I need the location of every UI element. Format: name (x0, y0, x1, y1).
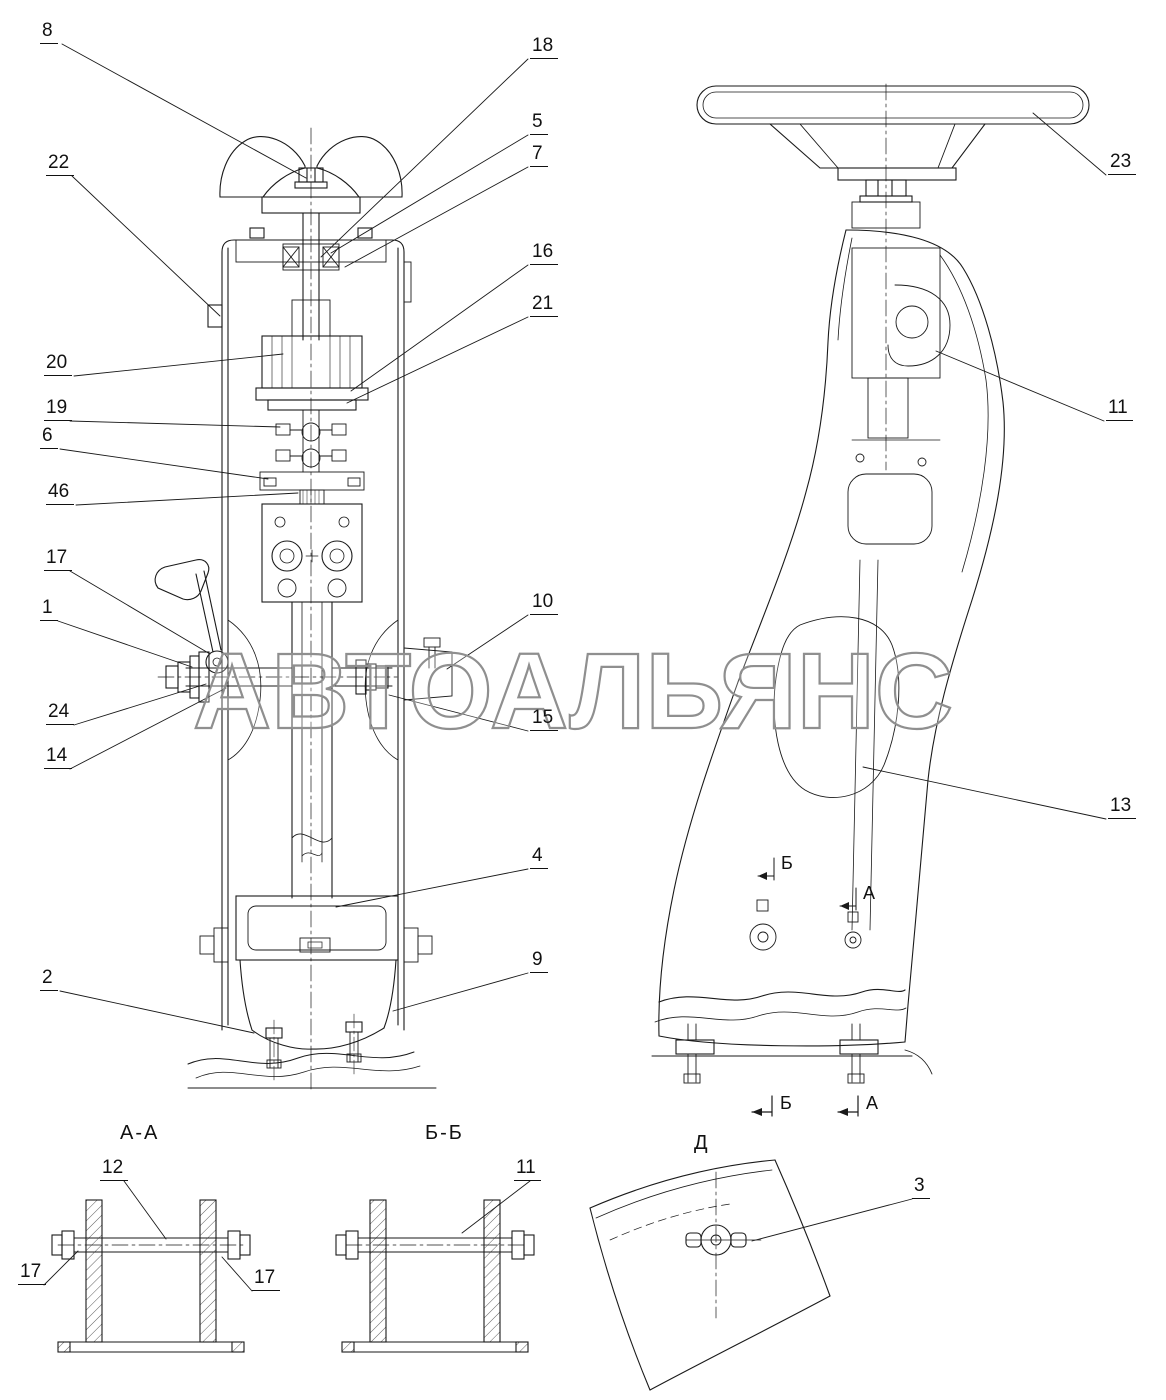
mounting-base (651, 988, 933, 1084)
callout-6: 6 (40, 425, 58, 449)
callout-5: 5 (530, 111, 548, 135)
callout-46: 46 (46, 481, 75, 505)
view-d-title: Д (694, 1132, 710, 1154)
callout-2: 2 (40, 967, 58, 991)
callout-1: 1 (40, 597, 58, 621)
cowl-panel (589, 1159, 831, 1391)
callout-21: 21 (530, 293, 559, 317)
upper-bearing (282, 243, 340, 337)
side-plates-bb (369, 1199, 501, 1343)
cross-shaft (157, 651, 401, 703)
front-view (154, 127, 453, 1093)
callout-3: 3 (912, 1175, 930, 1199)
inner-mechanism (749, 247, 951, 951)
mounting-bracket (199, 895, 433, 963)
mounting-bolts (239, 959, 397, 1081)
callout-7: 7 (530, 143, 548, 167)
callout-19: 19 (44, 397, 73, 421)
section-aa (51, 1199, 251, 1353)
callout-8: 8 (40, 20, 58, 44)
side-plates-aa (85, 1199, 217, 1343)
callout-17b: 17 (18, 1261, 47, 1285)
callout-4: 4 (530, 845, 548, 869)
view-d (589, 1159, 831, 1391)
view-arrow-a-bottom-label: А (866, 1093, 879, 1113)
callout-11b: 11 (514, 1157, 541, 1181)
base-channel-aa (57, 1341, 245, 1353)
callout-18: 18 (530, 35, 559, 59)
callout-23: 23 (1108, 151, 1137, 175)
callout-9: 9 (530, 949, 548, 973)
section-bb (335, 1199, 535, 1353)
shaft-nut (294, 167, 328, 189)
wheel-hub (769, 83, 986, 471)
view-arrow-a-mid-label: А (863, 883, 876, 903)
view-arrow-b-bottom-label: Б (780, 1093, 792, 1113)
callout-14: 14 (44, 745, 73, 769)
steering-wheel-side (696, 85, 1090, 125)
hydraulic-valve-body (261, 503, 363, 603)
section-arrows-mid (757, 857, 857, 911)
wing-pin (685, 1224, 762, 1256)
steering-wheel (219, 136, 403, 214)
callout-12: 12 (100, 1157, 129, 1181)
view-arrow-b-mid-label: Б (781, 853, 793, 873)
section-bb-title: Б-Б (425, 1122, 464, 1144)
callout-10: 10 (530, 591, 559, 615)
callout-17a: 17 (44, 547, 73, 571)
callout-15: 15 (530, 707, 559, 731)
floor-lines (187, 1051, 437, 1089)
section-aa-title: А-А (120, 1122, 160, 1144)
callout-13: 13 (1108, 795, 1137, 819)
callout-11a: 11 (1106, 397, 1133, 421)
worm-gear-housing (255, 335, 369, 411)
side-bracket-bolt (403, 637, 453, 701)
callout-17c: 17 (252, 1267, 281, 1291)
base-channel-bb (341, 1341, 529, 1353)
hand-lever (154, 559, 229, 674)
callout-22: 22 (46, 152, 75, 176)
section-arrows-bottom (751, 1095, 859, 1117)
steering-shaft (302, 212, 320, 341)
leader-lines (43, 43, 1107, 1292)
watermark: АВТОАЛЬЯНС (193, 630, 953, 751)
universal-joint (275, 409, 347, 473)
callout-16: 16 (530, 241, 559, 265)
callout-24: 24 (46, 701, 75, 725)
side-view (651, 83, 1090, 1117)
column-housing (207, 227, 412, 1031)
callout-20: 20 (44, 352, 73, 376)
flange-spline (259, 471, 365, 505)
column-tube (291, 601, 333, 899)
